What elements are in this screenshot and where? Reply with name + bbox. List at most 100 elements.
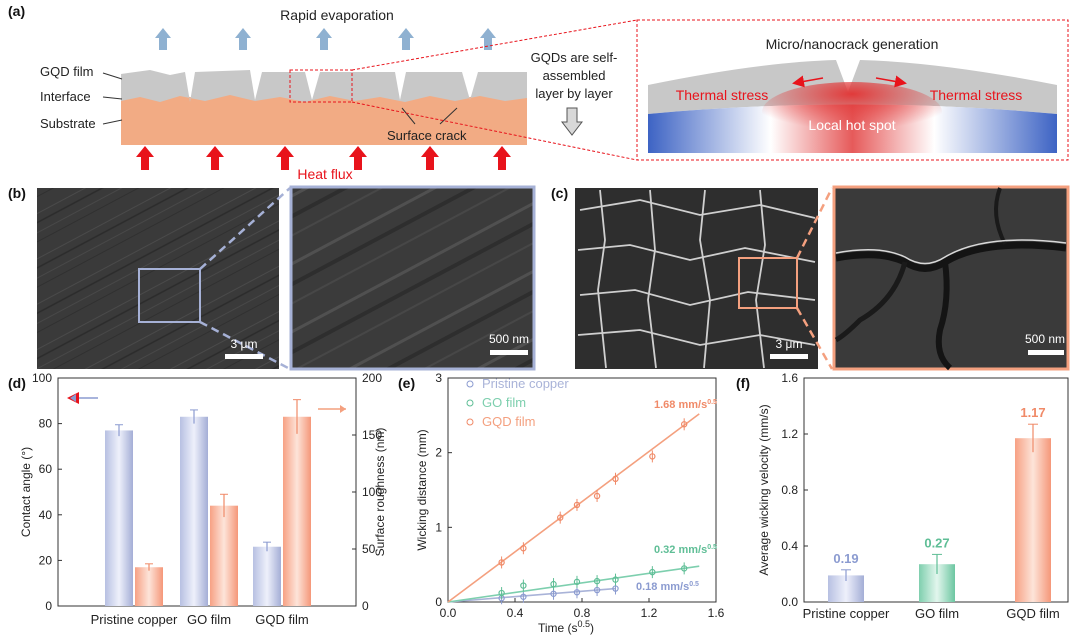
- y-tick-label: 2: [435, 446, 442, 460]
- pointer-line: [102, 96, 123, 100]
- data-point: [593, 586, 601, 594]
- bar-roughness: [283, 416, 311, 606]
- x-tick-label: Pristine copper: [803, 606, 890, 621]
- scale-bar-label: 3 μm: [231, 337, 258, 351]
- zoom-box: [738, 257, 798, 309]
- x-tick-label: Pristine copper: [91, 612, 178, 627]
- scale-bar-label: 3 μm: [776, 337, 803, 351]
- arrow-head-icon: [70, 394, 76, 402]
- data-point: [550, 590, 557, 597]
- x-tick-label: 1.6: [708, 606, 725, 620]
- y-axis-label-left: Contact angle (°): [19, 447, 33, 537]
- left-arrow-icon: [792, 75, 824, 88]
- zoom-box: [289, 69, 353, 103]
- data-label: 0.19: [833, 551, 858, 566]
- local-hot-spot-label: Local hot spot: [808, 117, 895, 133]
- bar-contact-angle: [105, 430, 133, 606]
- self-assembled-line3: layer by layer: [535, 86, 613, 101]
- sem-zoom-pristine: [289, 185, 536, 371]
- y-tick-label: 1.2: [781, 427, 798, 441]
- zoom-line: [795, 307, 834, 370]
- zoom-box: [138, 268, 201, 323]
- x-tick-label: 0.0: [440, 606, 457, 620]
- crack-line: [994, 187, 1007, 245]
- y-tick-label: 0.4: [781, 539, 798, 553]
- pointer-line: [102, 72, 123, 80]
- sem-image-pristine: [37, 188, 279, 369]
- sem-zoom-gqd: [832, 185, 1070, 371]
- slope-label: 0.32 mm/s0.5: [654, 544, 717, 556]
- y-tick-label: 80: [39, 417, 53, 431]
- y-tick-label: 100: [362, 485, 382, 499]
- y-tick-label: 3: [435, 371, 442, 385]
- right-arrow-icon: [875, 75, 907, 88]
- x-tick-label: GO film: [187, 612, 231, 627]
- legend-label: GQD film: [482, 414, 535, 429]
- data-point: [680, 565, 688, 572]
- data-point: [550, 580, 557, 588]
- slope-label: 1.68 mm/s0.5: [654, 399, 717, 411]
- data-point: [520, 545, 527, 552]
- substrate-label: Substrate: [40, 116, 96, 131]
- y-axis-label-right: Surface roughness (nm): [373, 428, 387, 557]
- up-arrow-icon: [349, 146, 367, 170]
- zoom-line: [351, 101, 638, 161]
- pointer-line: [102, 119, 123, 125]
- y-tick-label: 0: [362, 599, 369, 613]
- data-point: [612, 585, 619, 592]
- panel-b-label: (b): [8, 185, 26, 201]
- y-tick-label: 40: [39, 508, 53, 522]
- y-tick-label: 150: [362, 428, 382, 442]
- thermal-stress-left-label: Thermal stress: [676, 87, 769, 103]
- hot-spot: [762, 82, 942, 142]
- evaporation-arrows: [155, 28, 496, 50]
- crack-line: [834, 261, 908, 343]
- panel-c: (c) 3 μm 500 nm: [551, 185, 1070, 371]
- scale-bar: [225, 354, 263, 359]
- data-point: [498, 589, 505, 597]
- crack-line: [579, 199, 816, 219]
- data-point: [593, 577, 601, 585]
- scale-bar-label: 500 nm: [489, 332, 529, 346]
- bar-roughness: [135, 567, 163, 606]
- x-tick-label: 0.4: [507, 606, 524, 620]
- data-point: [593, 492, 601, 500]
- y-tick-label: 0: [45, 599, 52, 613]
- y-tick-label: 100: [32, 371, 52, 385]
- up-arrow-icon: [155, 28, 171, 50]
- y-tick-label: 1.6: [781, 371, 798, 385]
- bar-roughness: [210, 505, 238, 606]
- up-arrow-icon: [235, 28, 251, 50]
- scale-bar: [490, 350, 528, 355]
- data-label: 0.27: [924, 535, 949, 550]
- panel-c-label: (c): [551, 185, 568, 201]
- legend-label: GO film: [482, 395, 526, 410]
- data-point: [498, 559, 505, 566]
- y-tick-label: 200: [362, 371, 382, 385]
- data-point: [573, 501, 581, 509]
- rapid-evaporation-label: Rapid evaporation: [280, 7, 394, 23]
- y-tick-label: 0.8: [781, 483, 798, 497]
- panel-b: (b) 3 μm 500 nm: [8, 185, 536, 371]
- zoom-line: [199, 320, 291, 371]
- x-tick-label: 1.2: [641, 606, 658, 620]
- bar-velocity: [1015, 438, 1051, 602]
- x-tick-label: GO film: [915, 606, 959, 621]
- scale-bar: [1028, 350, 1064, 355]
- crack-line: [597, 189, 607, 369]
- y-tick-label: 50: [362, 542, 376, 556]
- crack-line: [577, 329, 816, 346]
- zoom-line: [795, 187, 834, 259]
- data-point: [680, 421, 688, 428]
- up-arrow-icon: [480, 28, 496, 50]
- panel-f-label: (f): [736, 375, 750, 391]
- y-tick-label: 60: [39, 462, 53, 476]
- crack-line: [699, 189, 711, 369]
- fit-line: [447, 413, 700, 603]
- gqd-film-label: GQD film: [40, 64, 93, 79]
- surface-crack-label: Surface crack: [387, 128, 467, 143]
- heat-flux-arrows: [136, 146, 511, 170]
- legend-label: Pristine copper: [482, 376, 569, 391]
